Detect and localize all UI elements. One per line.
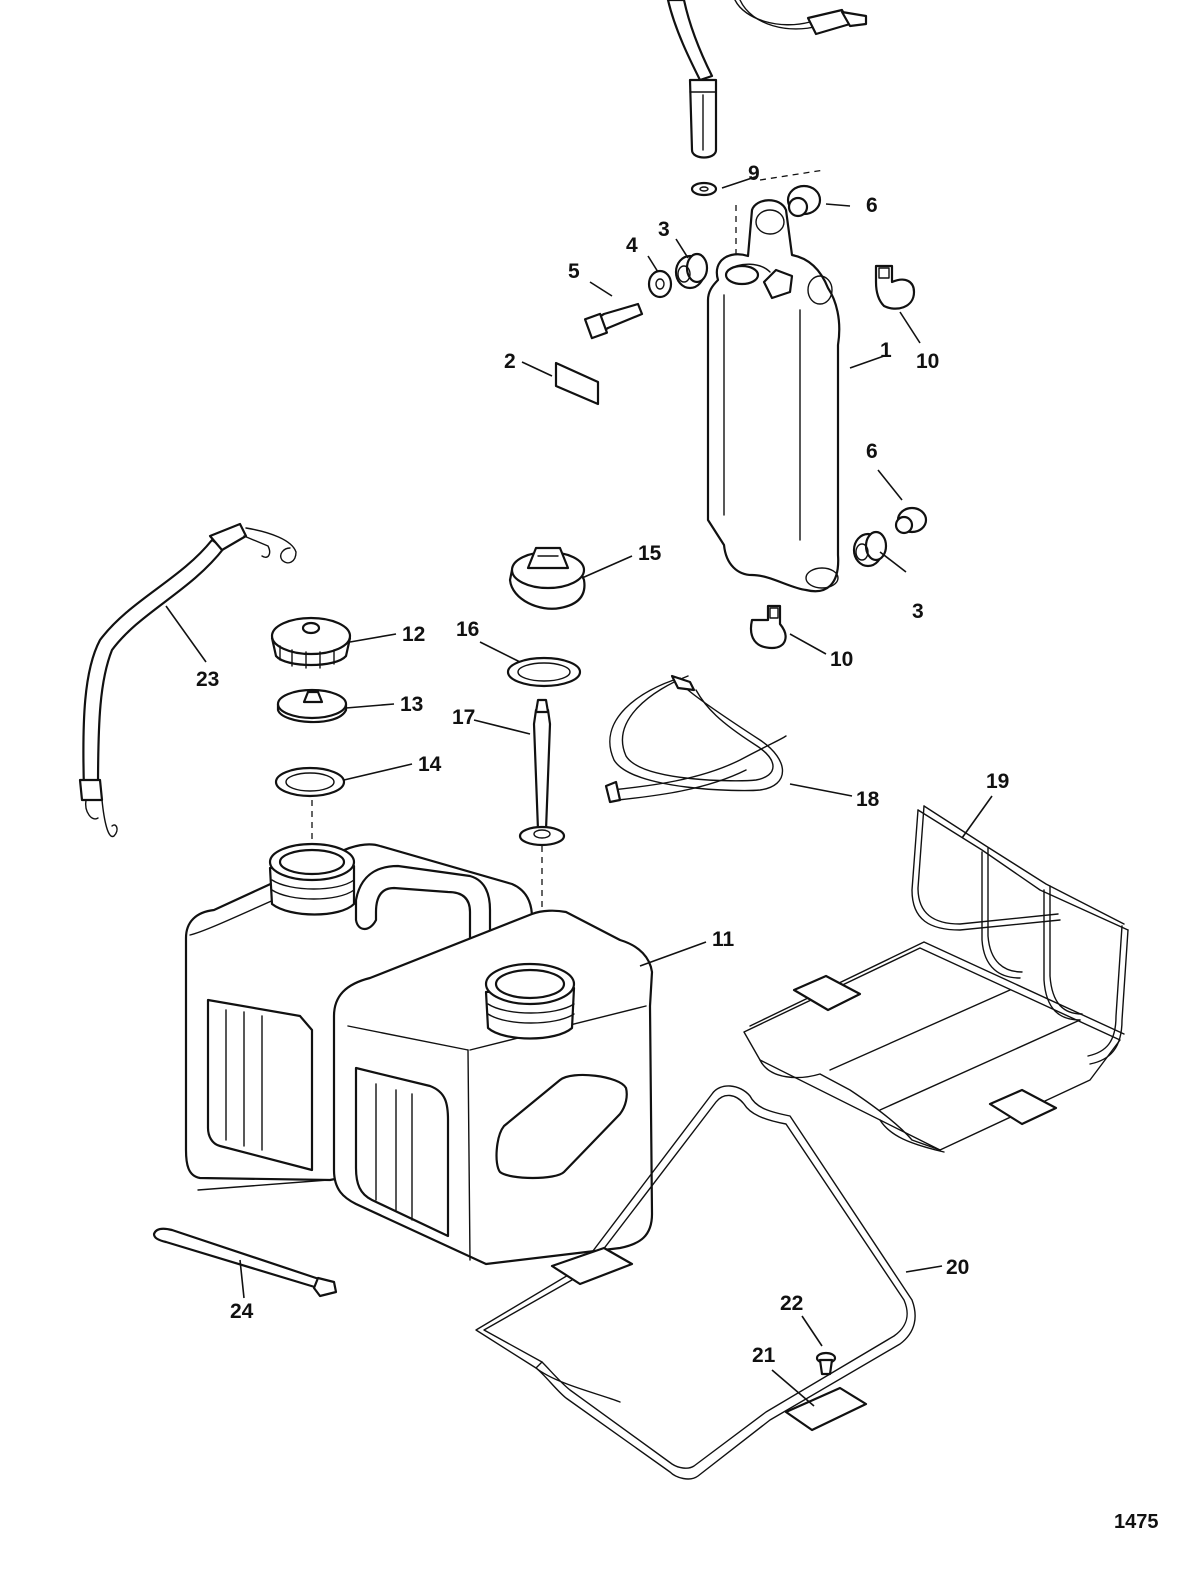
callout-5: 5: [568, 260, 580, 283]
callout-23: 23: [196, 668, 219, 691]
callout-3-upper: 3: [658, 218, 670, 241]
oil-reservoir-1: [706, 199, 841, 593]
callout-1: 1: [880, 339, 892, 362]
callout-14: 14: [418, 753, 442, 776]
callout-17: 17: [452, 706, 475, 729]
callout-22: 22: [780, 1292, 803, 1315]
hose-18: [604, 674, 787, 804]
callout-24: 24: [230, 1300, 254, 1323]
grommet-3-lower: [852, 530, 888, 568]
tray-19: [743, 805, 1129, 1153]
gasket-16: [506, 656, 582, 688]
callout-9: 9: [748, 162, 760, 185]
cable-tie-24: [152, 1227, 338, 1298]
clip-10-upper: [874, 264, 916, 310]
callout-6-upper: 6: [866, 194, 878, 217]
callout-2: 2: [504, 350, 516, 373]
tank-11: [184, 842, 654, 1266]
label-decal-2: [554, 361, 600, 406]
gauge-cap-15: [508, 546, 586, 610]
inner-cap-13: [276, 688, 348, 724]
callout-20: 20: [946, 1256, 969, 1279]
leader-lines: [165, 175, 993, 1407]
grommet-6-upper: [786, 184, 822, 218]
clip-10-lower: [749, 604, 787, 650]
sensor-cable-assembly: [666, 0, 868, 159]
callout-11: 11: [712, 928, 735, 951]
callout-3-lower: 3: [912, 600, 924, 623]
callout-10-lower: 10: [830, 648, 853, 671]
callout-15: 15: [638, 542, 662, 565]
pickup-tube-17: [518, 698, 566, 847]
screw-22: [815, 1351, 837, 1376]
washer-4: [647, 269, 673, 299]
figure-number: 1475: [1114, 1511, 1159, 1533]
filler-cap-12: [270, 616, 352, 669]
grommet-3-upper: [674, 252, 709, 290]
washer-9: [690, 181, 718, 197]
grommet-6-lower: [894, 506, 928, 535]
callout-16: 16: [456, 618, 479, 641]
callout-labels: 1 2 3 3 4 5 6 6 9 10 10 11 12 13 14 15 1…: [196, 162, 1009, 1367]
bracket-20: [475, 1085, 916, 1480]
callout-18: 18: [856, 788, 880, 811]
callout-6-lower: 6: [866, 440, 878, 463]
callout-4: 4: [626, 234, 638, 257]
callout-19: 19: [986, 770, 1009, 793]
callout-10-upper: 10: [916, 350, 939, 373]
bolt-5: [583, 302, 644, 340]
callout-12: 12: [402, 623, 425, 646]
callout-13: 13: [400, 693, 423, 716]
strap-23: [78, 522, 297, 838]
gasket-14: [274, 766, 346, 798]
callout-21: 21: [752, 1344, 776, 1367]
